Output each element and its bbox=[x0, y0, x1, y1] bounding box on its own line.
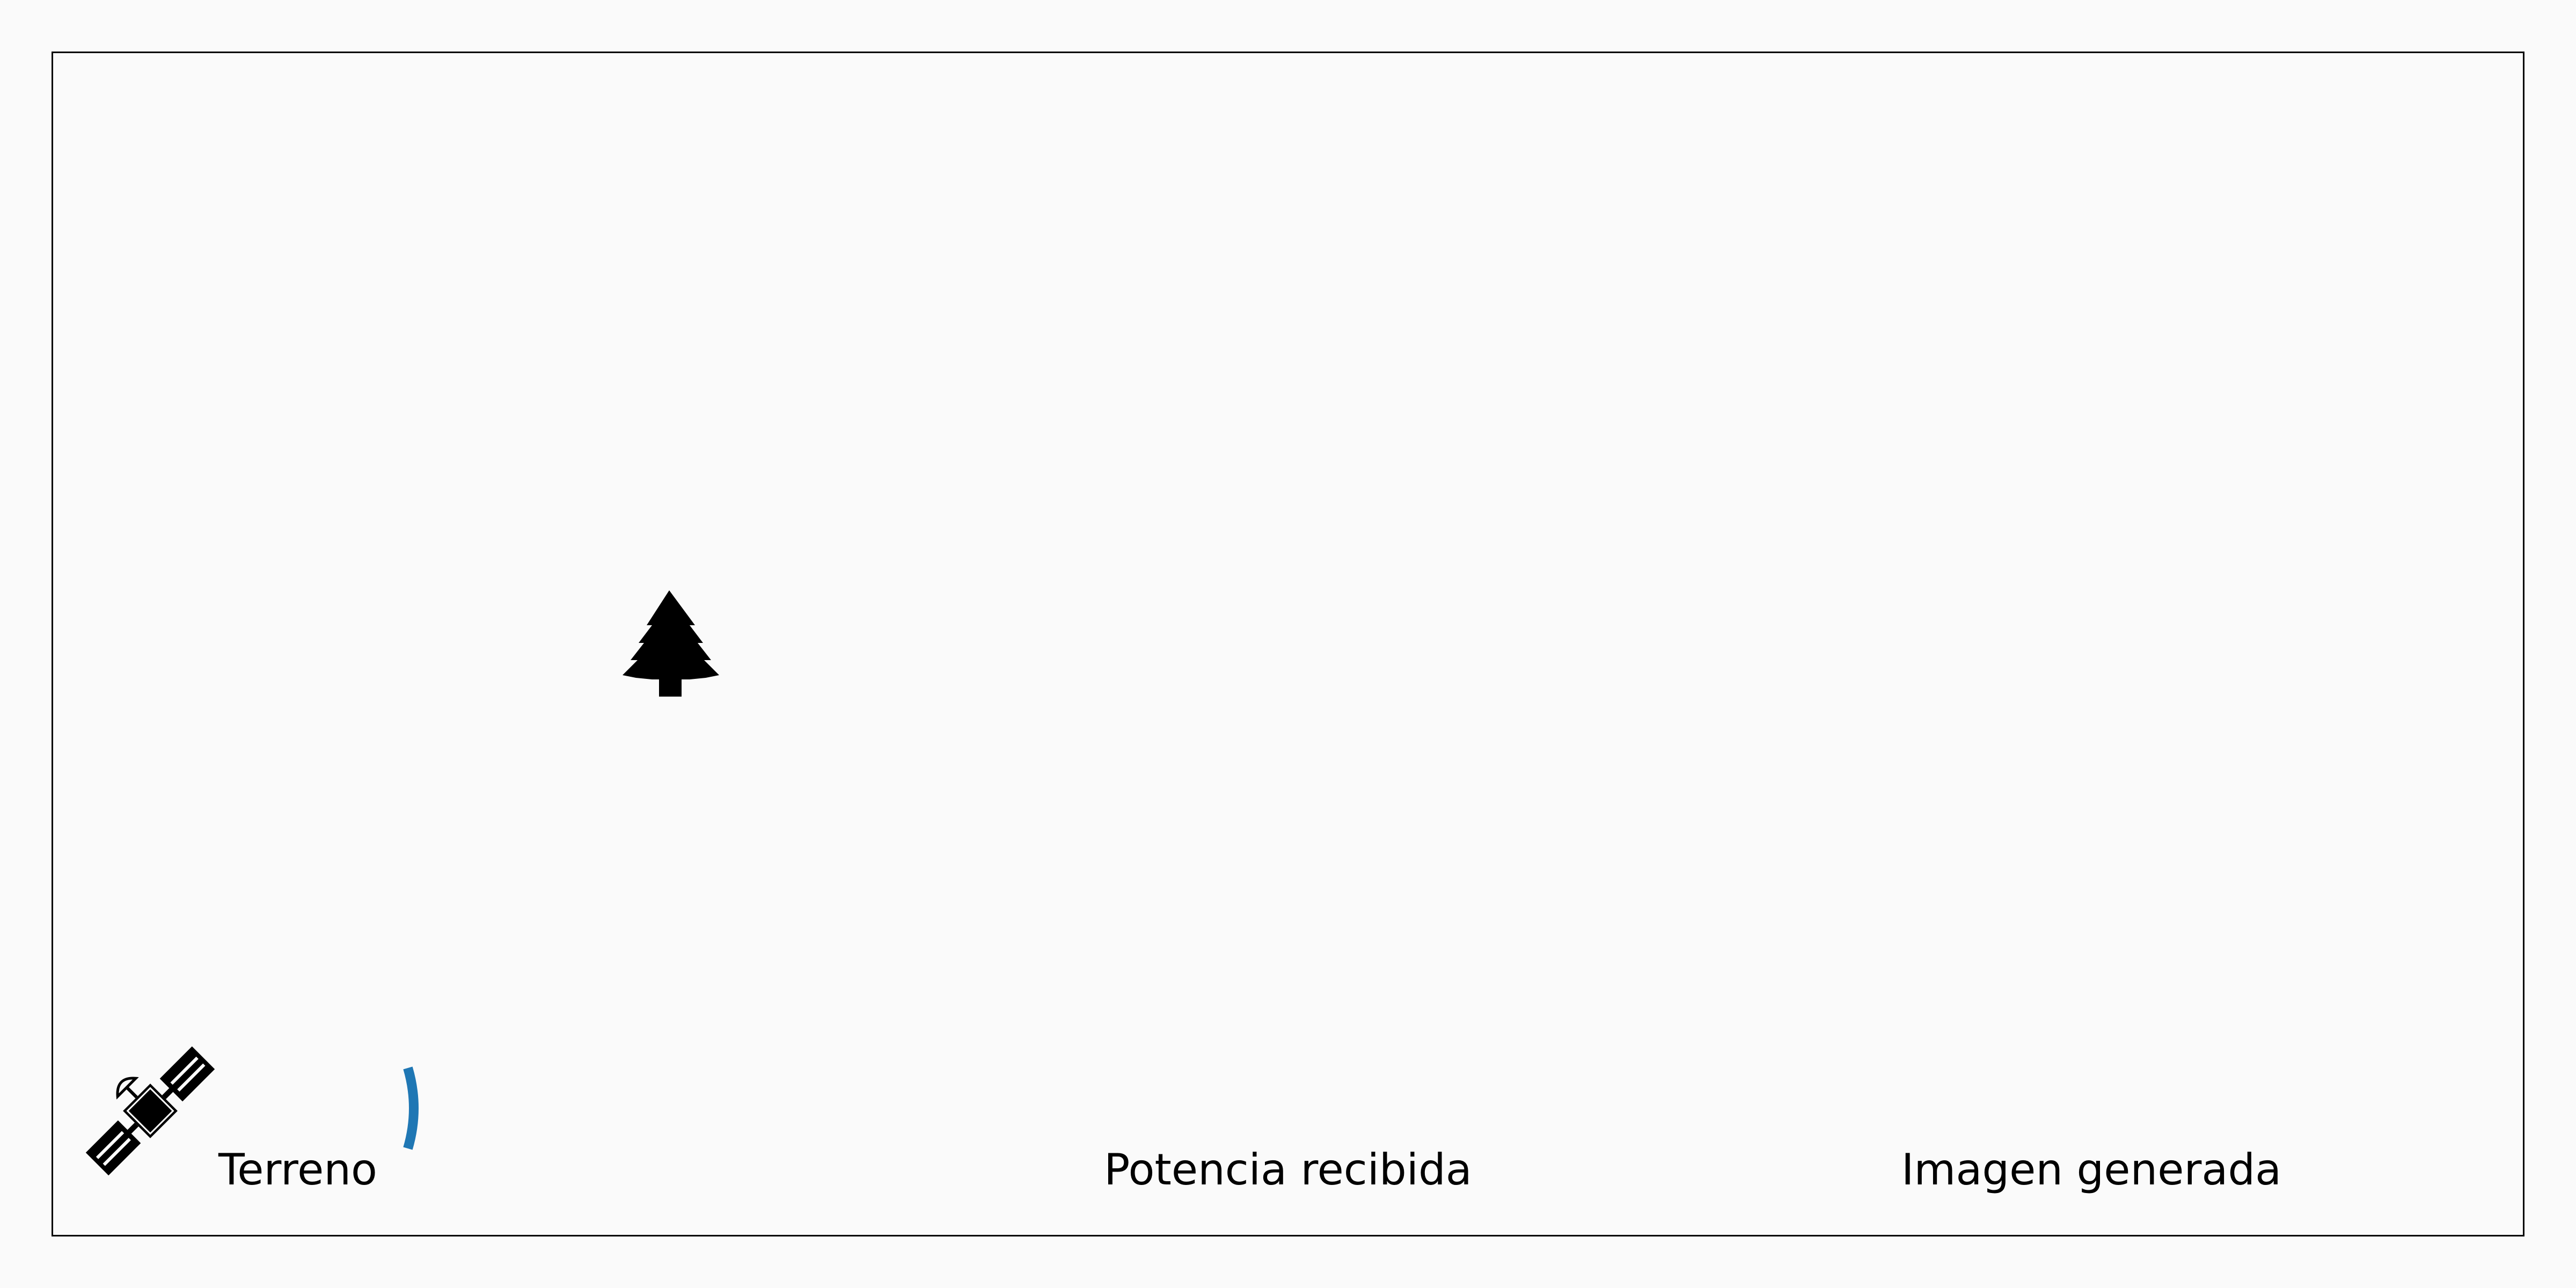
tree-icon bbox=[623, 590, 719, 697]
satellite-icon bbox=[85, 1046, 215, 1176]
label-terreno: Terreno bbox=[218, 1145, 377, 1195]
diagram-frame bbox=[52, 52, 2524, 1236]
signal-wave-icon bbox=[403, 1066, 419, 1150]
label-imagen-generada: Imagen generada bbox=[1901, 1145, 2282, 1195]
label-potencia-recibida: Potencia recibida bbox=[1104, 1145, 1472, 1195]
